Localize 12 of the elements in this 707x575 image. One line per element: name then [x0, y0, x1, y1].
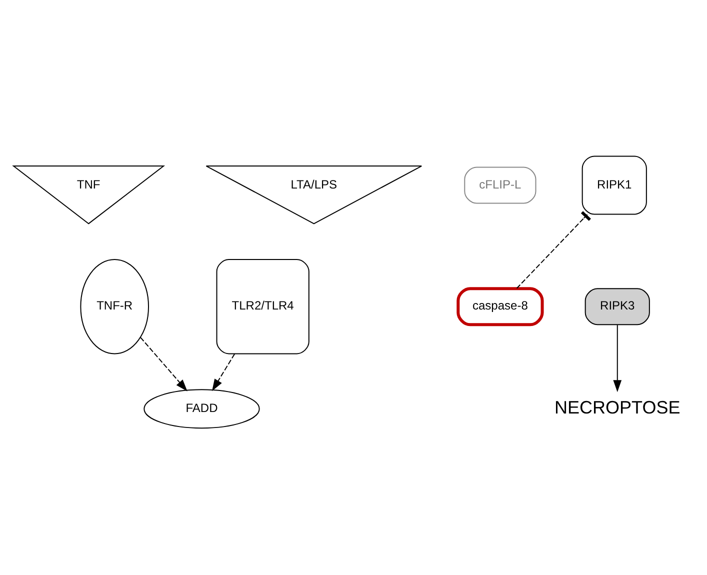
- arrow: [140, 336, 187, 392]
- node-box: RIPK3: [584, 288, 650, 326]
- node-box: caspase-8: [456, 287, 544, 326]
- node-box: RIPK1: [581, 156, 646, 215]
- node-box: cFLIP-L: [464, 166, 536, 204]
- node-box: TLR2/TLR4: [216, 259, 309, 354]
- arrow: [612, 324, 622, 392]
- connector: [516, 211, 590, 289]
- node-ellipse: TNF-R: [80, 259, 149, 354]
- arrow: [211, 353, 235, 392]
- node-text: NECROPTOSE: [554, 397, 680, 418]
- node-ellipse: FADD: [143, 389, 260, 429]
